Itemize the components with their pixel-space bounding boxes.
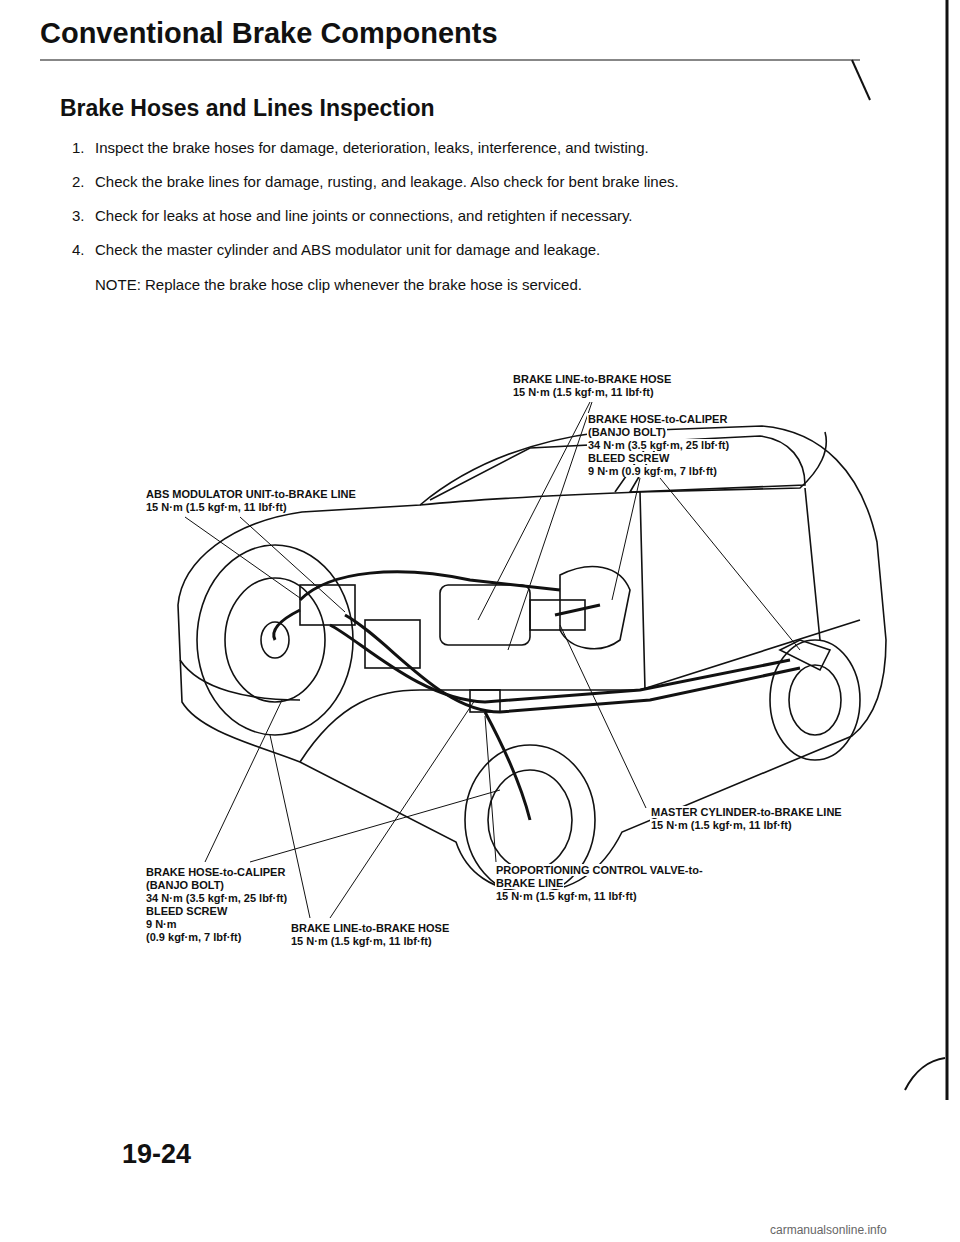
rear-caliper: [780, 640, 830, 670]
callout-text: MASTER CYLINDER-to-BRAKE LINE: [650, 806, 843, 818]
leader-line: [240, 517, 345, 612]
rear-drum: [789, 665, 841, 735]
torque-value: 9 N·m: [145, 918, 178, 930]
torque-value: 15 N·m (1.5 kgf·m, 11 lbf·ft): [495, 890, 638, 902]
header-rule: [40, 59, 860, 60]
leader-line: [660, 478, 800, 650]
roof-line: [420, 432, 826, 505]
leader-line: [270, 735, 310, 918]
torque-value: 9 N·m (0.9 kgf·m, 7 lbf·ft): [587, 465, 718, 477]
callout-text: BLEED SCREW: [587, 452, 670, 464]
brake-line: [555, 605, 600, 615]
callout-text: BRAKE LINE-to-BRAKE HOSE: [512, 373, 672, 385]
body-crease: [300, 620, 860, 762]
torque-value: 15 N·m (1.5 kgf·m, 11 lbf·ft): [512, 386, 655, 398]
callout-text: BRAKE LINE-to-BRAKE HOSE: [290, 922, 450, 934]
battery: [365, 620, 420, 668]
step-text: Check the brake lines for damage, rustin…: [95, 174, 679, 191]
step-number: 4.: [72, 242, 85, 259]
brake-line: [300, 572, 560, 600]
torque-value: (0.9 kgf·m, 7 lbf·ft): [145, 931, 242, 943]
abs-modulator: [300, 585, 355, 625]
leader-line: [330, 700, 475, 918]
margin-mark: [852, 60, 870, 100]
torque-value: 34 N·m (3.5 kgf·m, 25 lbf·ft): [145, 892, 288, 904]
leader-line: [478, 402, 590, 620]
torque-value: 15 N·m (1.5 kgf·m, 11 lbf·ft): [145, 501, 288, 513]
callout-text: (BANJO BOLT): [587, 426, 667, 438]
leader-line: [560, 625, 646, 808]
page-number: 19-24: [122, 1140, 191, 1170]
watermark: carmanualsonline.info: [770, 1224, 887, 1237]
callout-text: BRAKE LINE: [495, 877, 564, 889]
brake-line: [330, 625, 790, 702]
rear-wheel: [770, 640, 860, 760]
leader-line: [205, 700, 282, 862]
callout-text: BRAKE HOSE-to-CALIPER: [145, 866, 286, 878]
margin-mark: [905, 1058, 945, 1090]
torque-value: 15 N·m (1.5 kgf·m, 11 lbf·ft): [650, 819, 793, 831]
brake-disc: [225, 578, 325, 702]
margin-bar: [946, 0, 949, 1100]
callout-text: (BANJO BOLT): [145, 879, 225, 891]
step-number: 1.: [72, 140, 85, 157]
brake-booster: [440, 585, 530, 645]
step-text: Check for leaks at hose and line joints …: [95, 208, 633, 225]
section-heading: Brake Hoses and Lines Inspection: [60, 96, 435, 121]
leader-line: [485, 716, 496, 862]
front-left-wheel: [197, 545, 353, 735]
step-text: Inspect the brake hoses for damage, dete…: [95, 140, 649, 157]
door-line: [640, 488, 820, 690]
note-text: NOTE: Replace the brake hose clip whenev…: [95, 277, 582, 294]
callout-text: BLEED SCREW: [145, 905, 228, 917]
step-number: 3.: [72, 208, 85, 225]
callout-text: PROPORTIONING CONTROL VALVE-to-: [495, 864, 704, 876]
torque-value: 34 N·m (3.5 kgf·m, 25 lbf·ft): [587, 439, 730, 451]
brake-line: [345, 615, 800, 712]
torque-value: 15 N·m (1.5 kgf·m, 11 lbf·ft): [290, 935, 433, 947]
bumper: [180, 660, 300, 700]
brake-hose: [274, 610, 300, 640]
callout-text: BRAKE HOSE-to-CALIPER: [587, 413, 728, 425]
leader-line: [508, 402, 592, 650]
leader-line: [612, 478, 640, 600]
leader-line: [185, 517, 300, 598]
callout-text: ABS MODULATOR UNIT-to-BRAKE LINE: [145, 488, 357, 500]
step-number: 2.: [72, 174, 85, 191]
page-title: Conventional Brake Components: [40, 18, 498, 50]
step-text: Check the master cylinder and ABS modula…: [95, 242, 600, 259]
